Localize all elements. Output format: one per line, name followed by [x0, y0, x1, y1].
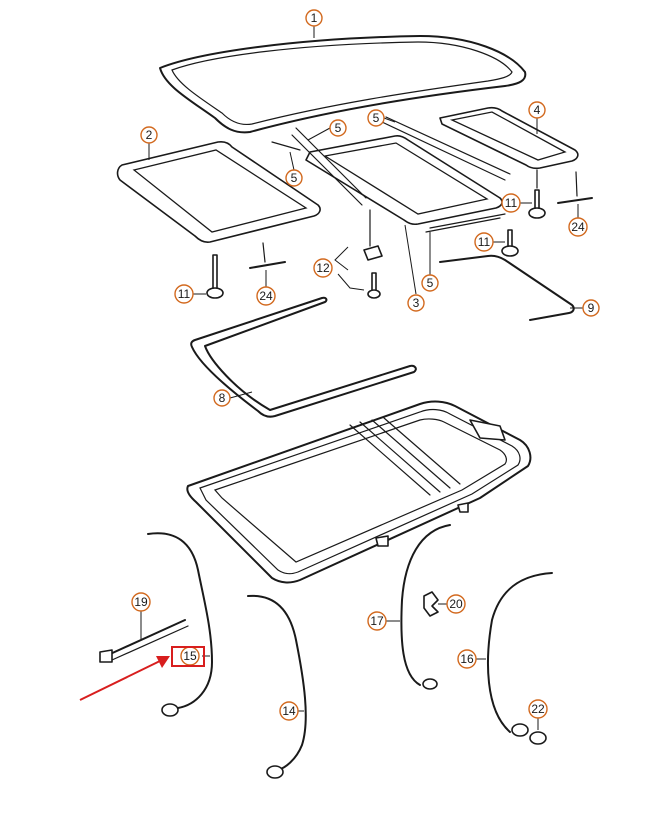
part-strip-24-left	[249, 242, 286, 269]
part-strip-24-right	[557, 171, 593, 204]
callout-3-label: 3	[413, 296, 420, 310]
red-arrow-annotation	[79, 656, 170, 701]
callout-5d: 5	[421, 232, 439, 292]
callout-1: 1	[305, 9, 323, 38]
part-screw-11-right	[528, 169, 546, 219]
part-sunroof-frame	[186, 400, 532, 584]
callout-22: 22	[528, 699, 548, 730]
callout-17: 17	[367, 611, 400, 631]
callout-15-highlight-box	[171, 646, 205, 667]
callout-20-label: 20	[449, 597, 463, 611]
callout-11-right-label: 11	[505, 196, 518, 210]
callout-16-label: 16	[460, 652, 474, 666]
callout-24-right-label: 24	[571, 220, 585, 234]
part-screw-11-mid	[501, 229, 519, 257]
callout-24-left: 24	[256, 270, 276, 306]
callout-11-mid-label: 11	[478, 235, 491, 249]
part-clip-20	[423, 591, 439, 617]
part-roof-seal	[159, 35, 527, 134]
callout-17-label: 17	[370, 614, 384, 628]
callout-19-label: 19	[134, 595, 148, 609]
callout-12-label: 12	[316, 261, 330, 275]
callout-11-right: 11	[501, 193, 532, 213]
part-center-panel	[271, 116, 511, 233]
callout-5c-label: 5	[291, 171, 298, 185]
part-hose-16	[487, 572, 553, 737]
callout-5a-label: 5	[335, 121, 342, 135]
callout-5a: 5	[307, 119, 347, 141]
callout-5c: 5	[285, 151, 303, 187]
callout-1-label: 1	[311, 11, 318, 25]
callout-3: 3	[404, 224, 425, 312]
part-seal-8	[190, 296, 417, 418]
part-right-panel	[439, 106, 579, 170]
part-clips-12	[334, 209, 383, 299]
callout-20: 20	[438, 594, 466, 614]
callout-22-label: 22	[531, 702, 545, 716]
callout-4: 4	[528, 101, 546, 134]
callout-11-left: 11	[174, 284, 206, 304]
callout-11-mid: 11	[474, 232, 505, 252]
part-cap-22	[529, 731, 547, 745]
callout-5b-label: 5	[373, 111, 380, 125]
part-screw-11-left	[206, 254, 224, 299]
callout-5b: 5	[367, 109, 396, 127]
callout-24-left-label: 24	[259, 289, 273, 303]
callout-14-label: 14	[282, 704, 296, 718]
callout-2-label: 2	[146, 128, 153, 142]
callout-24-right: 24	[568, 204, 588, 237]
callout-12: 12	[313, 258, 333, 278]
callout-15: 15	[171, 646, 210, 667]
part-left-panel	[116, 140, 321, 243]
callout-8-label: 8	[219, 391, 226, 405]
callout-15-label: 15	[183, 649, 197, 663]
callout-8: 8	[213, 389, 253, 407]
callout-16: 16	[457, 649, 486, 669]
callout-5d-label: 5	[427, 276, 434, 290]
callout-14: 14	[279, 701, 304, 721]
part-hose-15	[147, 532, 213, 717]
part-hose-17	[400, 524, 451, 690]
part-hose-19	[99, 619, 189, 663]
callout-4-label: 4	[534, 103, 541, 117]
part-strip-9	[439, 254, 575, 321]
callout-9-label: 9	[588, 301, 595, 315]
callout-9: 9	[570, 299, 600, 317]
callout-2: 2	[140, 126, 158, 160]
callout-19: 19	[131, 592, 151, 640]
part-hose-14	[247, 594, 307, 779]
callout-11-left-label: 11	[178, 287, 191, 301]
